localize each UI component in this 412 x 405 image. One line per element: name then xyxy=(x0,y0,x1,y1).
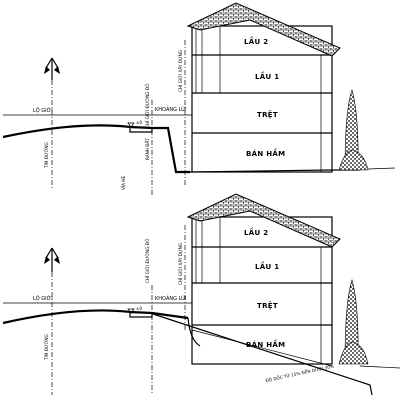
chi-gioi-xay-dung-label: CHỈ GIỚI XÂY DỰNG xyxy=(178,243,183,285)
height-mark: ±0 xyxy=(136,120,143,125)
chi-gioi-duong-do-label: CHỈ GIỚI ĐƯỜNG ĐỎ xyxy=(145,83,150,128)
grade-line xyxy=(359,365,401,369)
house-outline xyxy=(191,216,333,365)
house-outline xyxy=(191,25,333,173)
road-marker-icon xyxy=(44,57,60,80)
road-surface xyxy=(2,124,153,139)
lo-gioi-label: LỘ GIỚI xyxy=(33,295,53,302)
top-section: ±0 LẦU 2 LẦU 1 TRỆT BÁN HẦM LỘ GIỚI KHOẢ… xyxy=(2,2,396,195)
bush-icon xyxy=(338,341,369,365)
tree-icon xyxy=(344,88,359,171)
floor-label-ban-ham: BÁN HẦM xyxy=(246,339,285,349)
floor-label-lau1: LẦU 1 xyxy=(255,261,279,271)
bottom-section: ±0 LẦU 2 LẦU 1 TRỆT BÁN HẦM LỘ GIỚI KHOẢ… xyxy=(2,193,401,396)
ground-profile xyxy=(152,126,190,174)
curb xyxy=(129,312,153,318)
floor-label-tret: TRỆT xyxy=(257,110,278,119)
via-he-label: VỈA HÈ xyxy=(121,176,126,190)
floor-label-tret: TRỆT xyxy=(257,301,278,310)
tree-icon xyxy=(344,278,359,363)
roof xyxy=(186,193,341,248)
floor-label-lau1: LẦU 1 xyxy=(255,71,279,81)
level-mark-icon xyxy=(127,308,135,314)
height-mark: ±0 xyxy=(136,306,143,311)
ranh-dat-label: RANH ĐẤT xyxy=(145,138,150,160)
lo-gioi-label: LỘ GIỚI xyxy=(33,107,53,114)
ground-profile xyxy=(151,311,189,320)
column xyxy=(195,25,203,94)
ground-step xyxy=(187,317,201,347)
tim-duong-label: TIM ĐƯỜNG xyxy=(44,334,49,361)
bush-icon xyxy=(338,149,369,171)
curb xyxy=(129,127,153,133)
slope-label: ĐỘ DỐC TỪ 15% ĐẾN DƯỚI 30% xyxy=(265,363,334,383)
floor-label-lau2: LẦU 2 xyxy=(244,36,268,46)
slope-cut xyxy=(191,329,333,367)
column xyxy=(195,216,203,284)
khoang-lui-label: KHOẢNG LÙI xyxy=(155,105,186,113)
chi-gioi-duong-do-label: CHỈ GIỚI ĐƯỜNG ĐỎ xyxy=(145,238,150,283)
tim-duong-label: TIM ĐƯỜNG xyxy=(44,142,49,169)
khoang-lui-label: KHOẢNG LÙI xyxy=(155,294,186,302)
slope-line xyxy=(149,312,373,396)
level-mark-icon xyxy=(127,122,135,128)
chi-gioi-xay-dung-label: CHỈ GIỚI XÂY DỰNG xyxy=(178,50,183,92)
road-surface xyxy=(2,309,153,325)
floor-label-ban-ham: BÁN HẦM xyxy=(246,148,285,158)
road-marker-icon xyxy=(44,247,60,272)
roof xyxy=(186,2,341,57)
floor-label-lau2: LẦU 2 xyxy=(244,227,268,237)
